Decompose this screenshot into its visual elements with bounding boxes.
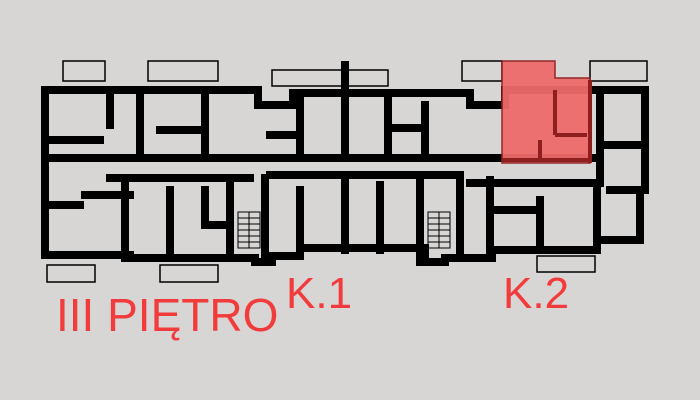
floor-label: III PIĘTRO: [56, 289, 279, 341]
highlighted-apartment[interactable]: [501, 60, 592, 164]
staircase-label-k1[interactable]: K.1: [286, 269, 353, 318]
stairs: [237, 211, 451, 249]
staircase-label-k2[interactable]: K.2: [503, 269, 570, 318]
